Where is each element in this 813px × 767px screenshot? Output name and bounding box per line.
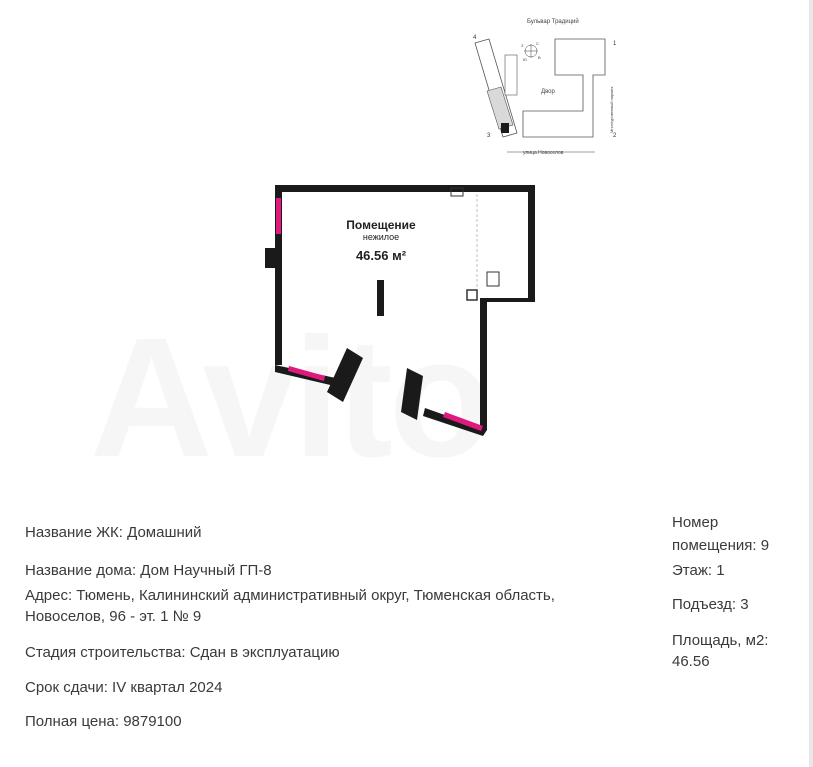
compass-east: В xyxy=(538,55,541,60)
floor-plan: Помещение нежилое 46.56 м² xyxy=(265,185,535,436)
house-name: Название дома: Дом Научный ГП-8 xyxy=(25,562,272,579)
construction-stage: Стадия строительства: Сдан в эксплуатаци… xyxy=(25,644,340,661)
compass-north: С xyxy=(536,41,539,46)
street-bottom-label: улица Новоселов xyxy=(523,150,564,156)
room-number-label: Номер xyxy=(672,514,719,531)
corner-label-3: 3 xyxy=(487,133,491,139)
entrance-info: Подъезд: 3 xyxy=(672,596,749,613)
compass-south: Ю xyxy=(523,57,527,62)
delivery-deadline: Срок сдачи: IV квартал 2024 xyxy=(25,679,223,696)
entrance-pillar-right xyxy=(401,368,423,420)
room-name: Помещение xyxy=(346,218,416,232)
window-left xyxy=(276,198,281,234)
room-type: нежилое xyxy=(363,232,399,242)
building-small xyxy=(504,54,518,96)
outer-wall xyxy=(275,185,535,430)
sink-icon xyxy=(450,187,464,197)
complex-name: Название ЖК: Домашний xyxy=(25,524,202,541)
address-line-1: Адрес: Тюмень, Калининский административ… xyxy=(25,587,555,604)
building-right xyxy=(522,38,606,138)
compass-icon: С Ю З В xyxy=(521,41,541,62)
corner-label-1: 1 xyxy=(613,41,617,47)
parking-label: Многоуровневый паркинг xyxy=(609,86,614,133)
page-edge xyxy=(809,0,813,767)
corner-label-4: 4 xyxy=(473,35,477,41)
window-bottom-right xyxy=(443,412,483,431)
floor-info: Этаж: 1 xyxy=(672,562,725,579)
room-number-value: помещения: 9 xyxy=(672,537,770,554)
site-keyplan: Бульвар Традиций Двор Многоуровневый пар… xyxy=(473,18,617,156)
toilet-icon xyxy=(486,271,500,287)
unit-marker xyxy=(501,123,509,133)
area-value: 46.56 xyxy=(672,653,710,670)
compass-west: З xyxy=(521,43,524,48)
corner-label-2: 2 xyxy=(613,133,617,139)
address-line-2: Новоселов, 96 - эт. 1 № 9 xyxy=(25,608,202,625)
wall-diagonal-right xyxy=(423,408,487,436)
building-left-highlight xyxy=(486,86,514,130)
full-price: Полная цена: 9879100 xyxy=(25,713,182,730)
column-center xyxy=(377,280,384,316)
street-top-label: Бульвар Традиций xyxy=(527,18,579,25)
room-area: 46.56 м² xyxy=(356,248,407,263)
yard-label: Двор xyxy=(541,89,556,95)
column-left xyxy=(265,248,277,268)
area-label: Площадь, м2: xyxy=(672,632,769,649)
window-bottom-left xyxy=(288,366,325,381)
riser-icon xyxy=(466,289,478,301)
entrance-pillar-left xyxy=(327,348,363,402)
